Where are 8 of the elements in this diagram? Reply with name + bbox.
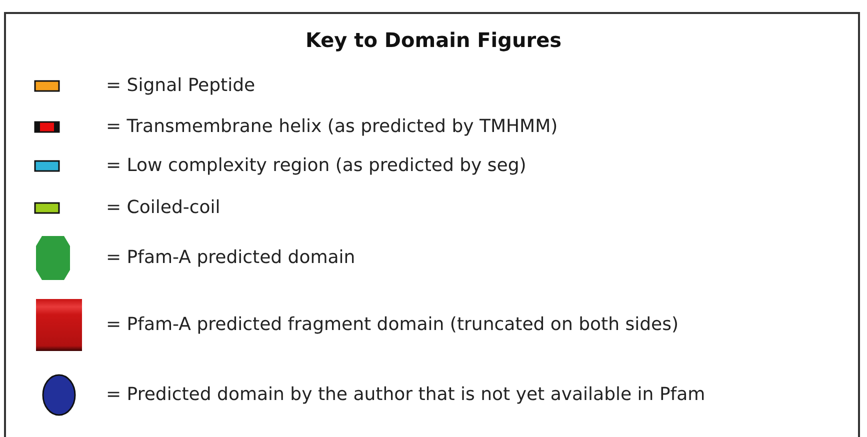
legend-label: = Transmembrane helix (as predicted by TMHMM)	[106, 115, 558, 139]
legend-label: = Pfam-A predicted domain	[106, 246, 356, 270]
legend-label: = Predicted domain by the author that is not yet available in Pfam	[106, 383, 706, 407]
legend-label: = Low complexity region (as predicted by seg)	[106, 154, 526, 178]
legend-label: = Signal Peptide	[106, 74, 256, 98]
legend-label: = Pfam-A predicted fragment domain (truncated on both sides)	[106, 313, 678, 337]
legend-title: Key to Domain Figures	[304, 28, 563, 52]
legend-label: = Coiled-coil	[106, 196, 220, 220]
